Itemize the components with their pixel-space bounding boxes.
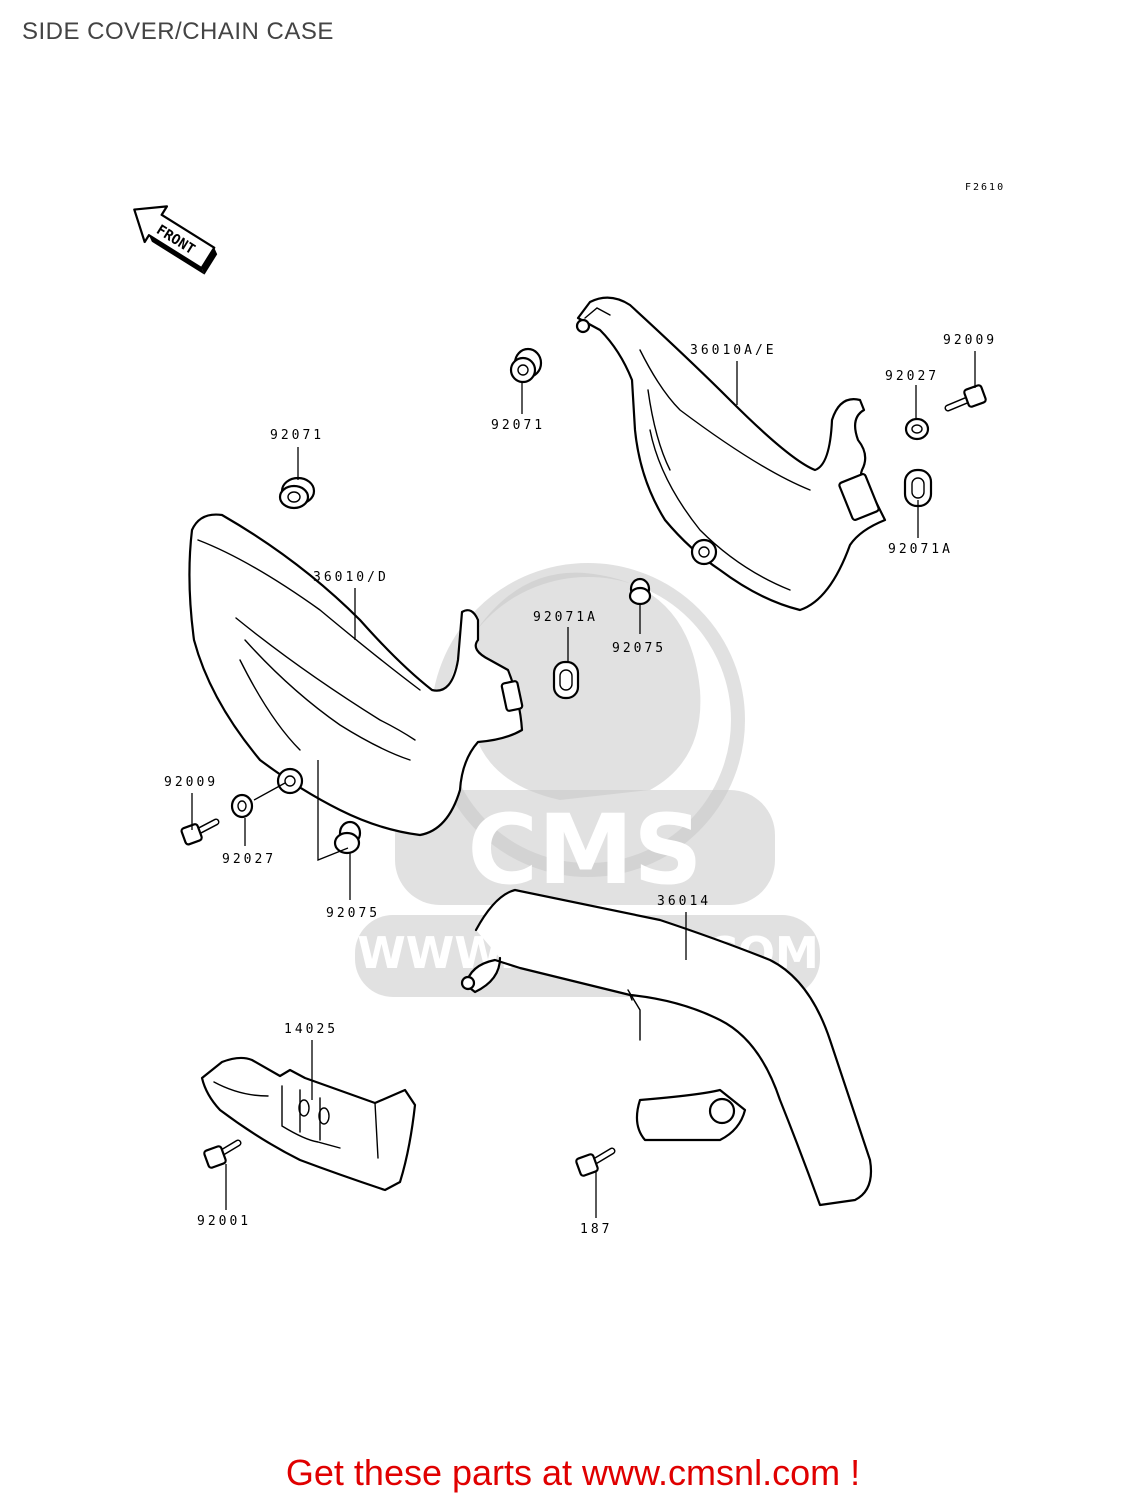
callout-36014: 36014 xyxy=(657,894,711,909)
callout-labels: 36010A/E 92009 92027 92071 92071A 92071 … xyxy=(164,333,997,1237)
part-14025-cover xyxy=(200,1056,417,1192)
bolt-92001 xyxy=(203,1139,242,1169)
grommet-92071a-center xyxy=(552,660,580,700)
callout-14025: 14025 xyxy=(284,1022,338,1037)
grommet-92071-top xyxy=(509,347,543,384)
callout-92071-left: 92071 xyxy=(270,428,324,443)
grommet-92071-left xyxy=(278,476,316,510)
callout-92001: 92001 xyxy=(197,1214,251,1229)
front-arrow-icon: FRONT xyxy=(133,205,218,275)
collar-92027-right xyxy=(904,417,930,441)
footer-cta-link[interactable]: Get these parts at www.cmsnl.com ! xyxy=(285,1452,861,1493)
callout-92075-center: 92075 xyxy=(612,641,666,656)
watermark-brand: CMS xyxy=(467,794,702,906)
callout-92071-top: 92071 xyxy=(491,418,545,433)
callout-92075-left: 92075 xyxy=(326,906,380,921)
collar-92027-left xyxy=(230,793,254,819)
part-36014-chain-case xyxy=(460,888,873,1207)
grommet-92075-center xyxy=(628,577,652,606)
callout-36010ae: 36010A/E xyxy=(690,343,777,358)
grommet-92071a-right xyxy=(903,468,933,508)
bolt-92009-left xyxy=(180,818,220,846)
callout-92009-right: 92009 xyxy=(943,333,997,348)
callout-187: 187 xyxy=(580,1222,612,1237)
callout-92027-left: 92027 xyxy=(222,852,276,867)
leader-lines xyxy=(191,351,976,1218)
figure-code: F2610 xyxy=(965,182,1005,193)
page-title: SIDE COVER/CHAIN CASE xyxy=(22,18,334,45)
callout-92027-right: 92027 xyxy=(885,369,939,384)
part-36010ae-right-side-cover xyxy=(575,296,887,612)
callout-36010d: 36010/D xyxy=(313,570,389,585)
callout-92009-left: 92009 xyxy=(164,775,218,790)
bolt-187 xyxy=(575,1147,616,1177)
bolt-92009-right xyxy=(944,384,987,412)
callout-92071a-center: 92071A xyxy=(533,610,598,625)
part-36010d-left-side-cover xyxy=(188,513,524,837)
callout-92071a-right: 92071A xyxy=(888,542,953,557)
grommet-92075-left xyxy=(333,820,362,855)
